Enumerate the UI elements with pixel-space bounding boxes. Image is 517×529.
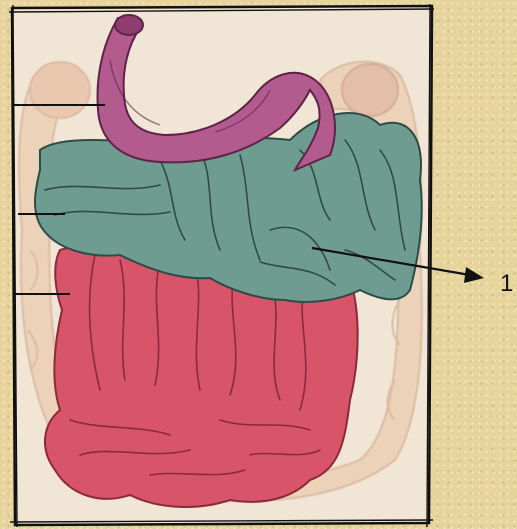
pointer-label-1: 1 — [500, 270, 513, 298]
